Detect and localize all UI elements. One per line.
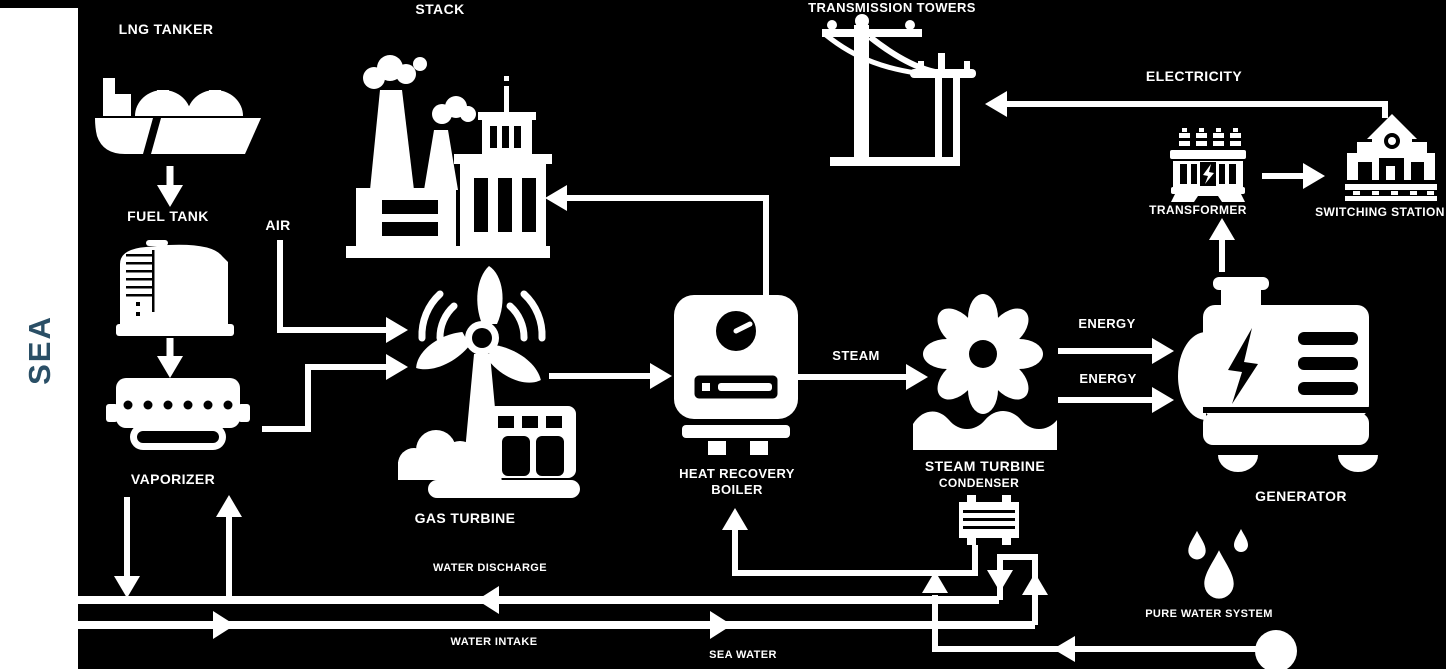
sea-water-label: SEA WATER (709, 649, 777, 661)
water-intake-label: WATER INTAKE (450, 636, 538, 648)
turbine-arcs (418, 290, 546, 342)
steam-label: STEAM (832, 348, 880, 363)
flow-vaporizer-water-discharge (114, 497, 140, 598)
generator-end-cap (1178, 332, 1206, 420)
flow-generator-to-transformer (1209, 218, 1235, 272)
energy-label-top: ENERGY (1078, 316, 1136, 331)
gas-turbine-icon (398, 266, 580, 498)
stack-label: STACK (415, 1, 465, 17)
pure-water-drops-icon (1188, 529, 1248, 599)
flow-steam (797, 364, 928, 390)
smoke-left (363, 55, 427, 89)
lng-tanker-icon (95, 78, 261, 154)
vaporizer-ports (123, 400, 233, 410)
condensate-return-line (722, 508, 978, 576)
flow-turbine-to-boiler (549, 363, 672, 389)
switching-station-icon (1345, 114, 1437, 201)
transformer-icon (1170, 128, 1246, 202)
water-discharge-line (78, 586, 999, 614)
generator-icon (1178, 277, 1378, 472)
pure-water-line (922, 571, 1297, 669)
condenser-cooling-loop (987, 554, 1048, 625)
air-label: AIR (265, 217, 291, 233)
gauge-needle (733, 321, 753, 334)
flow-vaporizer-to-turbine (262, 354, 408, 432)
bolt-icon (1228, 328, 1258, 404)
turbine-wheel (923, 294, 1043, 414)
fuel-tank-icon (116, 240, 234, 336)
stack-factory-icon (346, 55, 552, 258)
switching-station-label: SWITCHING STATION (1315, 205, 1445, 219)
transmission-towers-icon (822, 14, 976, 166)
flow-boiler-to-stack (545, 185, 769, 295)
flow-energy-bottom (1058, 387, 1174, 413)
generator-label: GENERATOR (1255, 488, 1347, 504)
condenser-label: CONDENSER (938, 476, 1020, 490)
flow-air-to-turbine (277, 240, 408, 343)
flow-transformer-to-switching-station (1262, 163, 1325, 189)
turbine-blades (416, 266, 541, 383)
lng-tanker-label: LNG TANKER (118, 21, 214, 37)
flow-water-intake-to-vaporizer (216, 495, 242, 596)
flow-energy-top (1058, 338, 1174, 364)
fuel-tank-ladder (126, 250, 155, 316)
gas-turbine-label: GAS TURBINE (414, 510, 516, 526)
heat-recovery-boiler-label: HEAT RECOVERY BOILER (679, 466, 795, 498)
rail-track (1345, 184, 1437, 201)
vaporizer-label: VAPORIZER (130, 471, 216, 487)
flow-fueltank-to-vaporizer (157, 338, 183, 378)
steam-turbine-label: STEAM TURBINE (924, 458, 1046, 474)
water-intake-line (78, 611, 1035, 639)
flow-tanker-to-fueltank (157, 166, 183, 207)
transformer-label: TRANSFORMER (1149, 203, 1247, 217)
wave-base (913, 411, 1057, 450)
bolt-icon (1203, 164, 1214, 184)
energy-label-bottom: ENERGY (1079, 371, 1137, 386)
pure-water-system-label: PURE WATER SYSTEM (1145, 608, 1273, 620)
fuel-tank-label: FUEL TANK (127, 208, 209, 224)
sea-band (0, 8, 78, 669)
electricity-label: ELECTRICITY (1145, 68, 1243, 84)
vaporizer-icon (106, 378, 250, 450)
cloud (398, 430, 482, 480)
flow-electricity (985, 91, 1388, 118)
smoke-right (432, 96, 476, 124)
transmission-towers-label: TRANSMISSION TOWERS (808, 0, 976, 15)
steam-turbine-icon (913, 294, 1057, 450)
water-discharge-label: WATER DISCHARGE (433, 562, 547, 574)
transformer-bushings (1179, 128, 1241, 146)
heat-recovery-boiler-icon (674, 295, 798, 455)
condenser-icon (959, 495, 1019, 545)
pure-water-pump (1255, 630, 1297, 669)
